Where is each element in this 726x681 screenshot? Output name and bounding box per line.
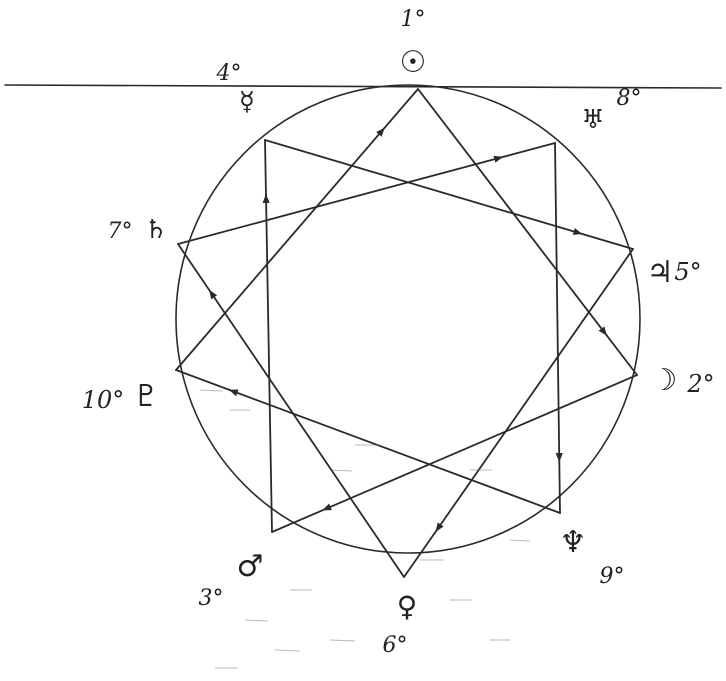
saturn-icon: ♄: [144, 215, 167, 245]
point-number-p10: 10°: [82, 386, 125, 414]
sun-icon: ☉: [400, 45, 427, 80]
star-edge-tail-p6-to-p7: [177, 243, 211, 292]
star-edge-p5-to-p6: [435, 248, 634, 532]
mercury-icon: ☿: [239, 87, 255, 117]
neptune-icon: ♆: [560, 525, 587, 560]
jupiter-icon: ♃: [647, 255, 674, 290]
mars-icon: ♂: [237, 549, 264, 584]
pluto-icon: ♇: [133, 379, 160, 414]
star-edge-p3-to-p4: [262, 193, 273, 533]
uranus-icon: ♅: [581, 105, 604, 135]
point-number-p1: 1°: [401, 7, 426, 32]
star-edge-p1-to-p2: [417, 88, 608, 336]
star-edge-tail-p7-to-p8: [501, 142, 556, 159]
scan-noise: [199, 389, 531, 669]
star-edge-p4-to-p5: [264, 139, 583, 235]
star-edge-p7-to-p8: [177, 155, 504, 245]
star-edge-p8-to-p9: [554, 142, 563, 463]
point-number-p8: 8°: [617, 86, 642, 111]
star-edge-p6-to-p7: [208, 289, 405, 578]
horizon-line: [4, 84, 722, 89]
star-edge-p9-to-p10: [228, 389, 561, 514]
point-number-p2: 2°: [686, 370, 714, 398]
point-number-p7: 7°: [108, 219, 133, 244]
star-edge-tail-p4-to-p5: [580, 232, 634, 250]
point-number-p4: 4°: [216, 61, 242, 86]
venus-icon: ♀: [397, 590, 418, 623]
point-number-p3: 3°: [199, 586, 224, 611]
moon-icon: ☽: [651, 363, 678, 398]
circle: [175, 84, 641, 554]
star-edge-tail-p1-to-p2: [605, 334, 638, 376]
star-edge-p2-to-p3: [322, 374, 638, 511]
point-number-p9: 9°: [600, 564, 625, 589]
star-edge-tail-p3-to-p4: [264, 139, 267, 196]
star-edge-tail-p9-to-p10: [175, 369, 231, 391]
point-labels: 1° ☉ 2° ☽ 3° ♂ 4°☿ 5°♃ 6° ♀ 7° ♄ 8° ♅ 9° ♆ 10° ♇: [82, 7, 715, 658]
star-edge-tail-p5-to-p6: [403, 530, 437, 578]
star-lines: [175, 88, 638, 578]
star-edge-tail-p10-to-p1: [383, 88, 419, 130]
point-number-p6: 6°: [383, 633, 408, 658]
star-edge-tail-p2-to-p3: [271, 509, 325, 533]
point-number-p5: 5°: [674, 258, 701, 286]
star-edge-p10-to-p1: [175, 127, 386, 371]
star-edge-tail-p8-to-p9: [558, 460, 561, 514]
